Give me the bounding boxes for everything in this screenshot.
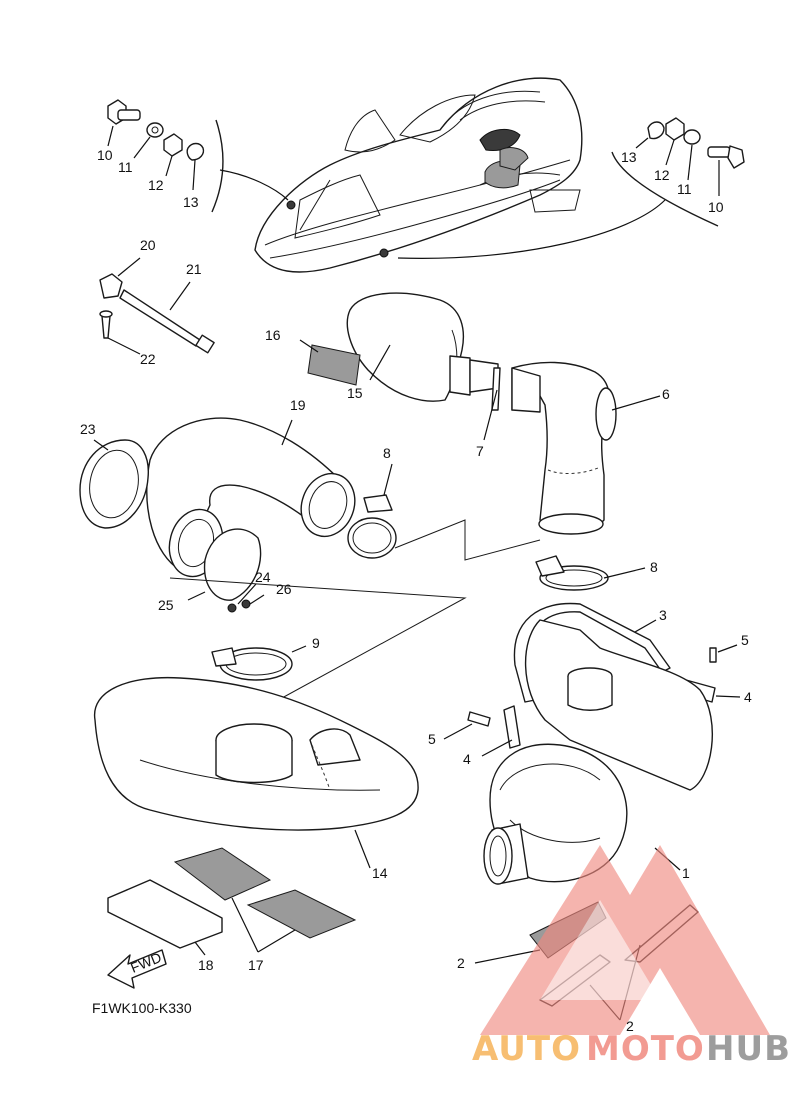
fwd-arrow: FWD: [107, 949, 167, 989]
assembly-line: [169, 577, 467, 711]
callout-24: 24: [255, 569, 271, 585]
callout-11: 11: [118, 159, 133, 175]
bracket-part-4-lower: [503, 705, 521, 749]
callout-10: 10: [708, 199, 724, 215]
leader-lines: [93, 125, 741, 1021]
callout-16: 16: [265, 327, 281, 343]
callout-8: 8: [650, 559, 658, 575]
callout-13: 13: [183, 194, 199, 210]
callout-22: 22: [140, 351, 156, 367]
callout-3: 3: [659, 607, 667, 623]
callout-20: 20: [140, 237, 156, 253]
pad-part-16: [307, 344, 361, 386]
callout-4: 4: [463, 751, 471, 767]
callout-9: 9: [312, 635, 320, 651]
callout-5: 5: [741, 632, 749, 648]
callout-7: 7: [476, 443, 484, 459]
callout-2: 2: [457, 955, 465, 971]
flange-part-23: [79, 439, 149, 529]
callout-15: 15: [347, 385, 363, 401]
callout-5: 5: [428, 731, 436, 747]
rib-pads-part-17: [173, 847, 357, 939]
callout-numbers: 10 11 12 13 13 12 11 10 20 21 22 16 15 7…: [80, 147, 752, 1034]
chamber-part-14: [93, 676, 419, 831]
watermark-moto: MOTO: [586, 1029, 705, 1069]
callout-18: 18: [198, 957, 214, 973]
callout-25: 25: [158, 597, 174, 613]
leader-to-craft-left: [219, 169, 289, 201]
callout-14: 14: [372, 865, 388, 881]
watercraft-illustration: [254, 77, 583, 273]
muffler-part-1: [483, 619, 713, 885]
callout-21: 21: [186, 261, 202, 277]
callout-2: 2: [626, 1018, 634, 1034]
callout-17: 17: [248, 957, 264, 973]
leader-to-craft-right: [397, 199, 666, 259]
callout-8: 8: [383, 445, 391, 461]
callout-6: 6: [662, 386, 670, 402]
cable-tie-set: [99, 273, 215, 354]
watermark-auto: AUTO: [472, 1029, 581, 1069]
callout-13: 13: [621, 149, 637, 165]
intake-box-part-15: [346, 292, 499, 402]
clamp-part-9: [211, 647, 293, 681]
callout-12: 12: [654, 167, 670, 183]
callout-26: 26: [276, 581, 292, 597]
foam-pad-part-18: [107, 879, 223, 949]
rivet-part-5-upper: [709, 647, 717, 663]
drain-plug-set-left: [107, 99, 224, 213]
callout-23: 23: [80, 421, 96, 437]
callout-1: 1: [682, 865, 690, 881]
callout-12: 12: [148, 177, 164, 193]
clamp-part-8-lower: [535, 555, 609, 591]
watermark-triangle-logo: [480, 845, 770, 1035]
callout-4: 4: [744, 689, 752, 705]
assembly-line: [394, 519, 541, 561]
callout-11: 11: [677, 181, 692, 197]
gasket-part-25: [168, 508, 262, 613]
drain-plug-set-right: [611, 117, 745, 227]
watermark-hub: HUB: [706, 1029, 791, 1069]
hose-part-6: [511, 361, 617, 535]
clamp-part-8-upper: [347, 494, 397, 559]
rivet-part-5-lower: [467, 711, 491, 727]
diagram-code: F1WK100-K330: [92, 1000, 192, 1016]
automotohub-watermark: AUTO MOTO HUB: [472, 845, 791, 1069]
callout-10: 10: [97, 147, 113, 163]
callout-19: 19: [290, 397, 306, 413]
